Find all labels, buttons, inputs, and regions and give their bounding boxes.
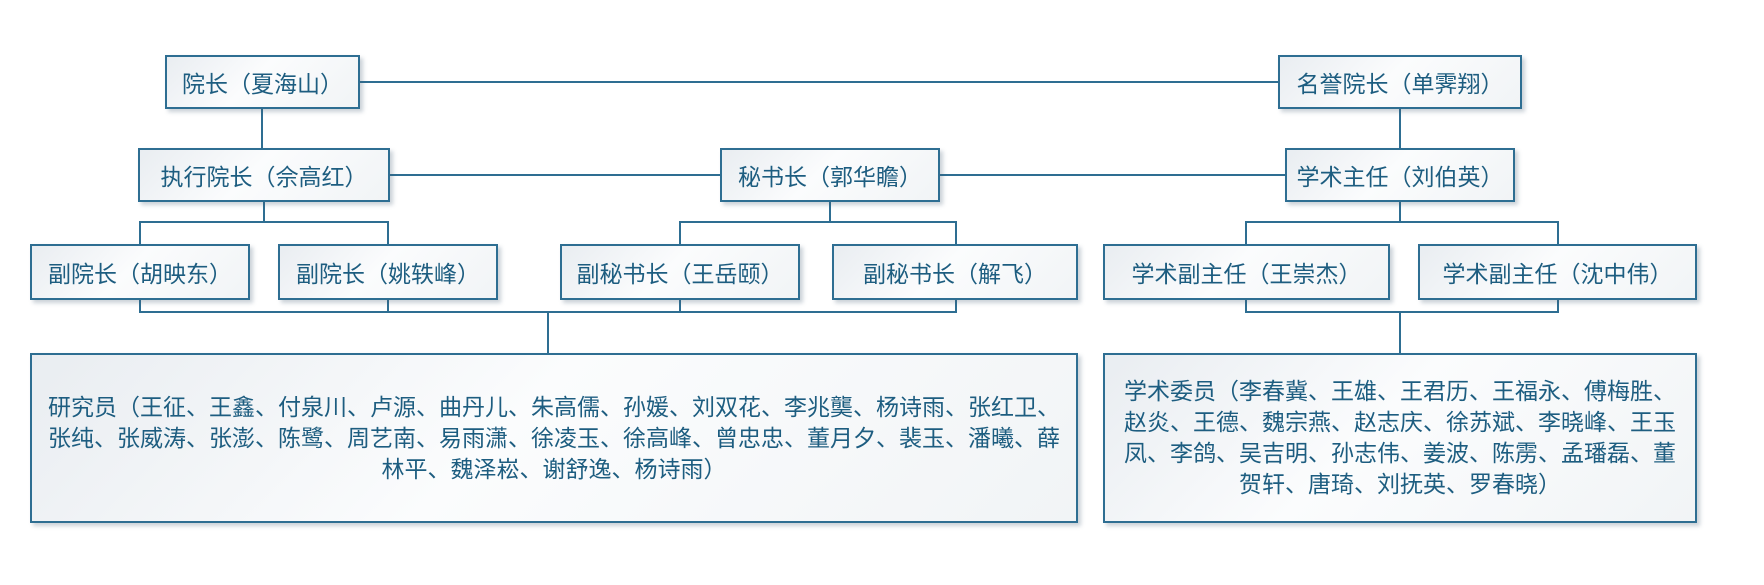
org-node-academic-committee-label: 学术委员（李春冀、王雄、王君历、王福永、傅梅胜、赵炎、王德、魏宗燕、赵志庆、徐苏… — [1124, 378, 1676, 497]
connector-dsg2-merge — [955, 300, 957, 313]
org-node-academic-director-label: 学术主任（刘伯英） — [1296, 164, 1504, 190]
org-node-dean-label: 院长（夏海山） — [182, 71, 343, 97]
connector-secgen-dsg1 — [679, 221, 681, 244]
org-node-academic-deputy-2: 学术副主任（沈中伟） — [1418, 244, 1697, 300]
connector-secgen-split-stem — [829, 202, 831, 223]
connector-vice2-merge — [387, 300, 389, 313]
org-node-academic-deputy-2-label: 学术副主任（沈中伟） — [1442, 261, 1673, 287]
connector-exec-vice2 — [387, 221, 389, 244]
org-node-vice-dean-2-label: 副院长（姚轶峰） — [296, 261, 480, 287]
connector-dean-exec — [261, 109, 263, 148]
connector-right-merge-rail — [1245, 311, 1559, 313]
org-node-academic-deputy-1: 学术副主任（王崇杰） — [1103, 244, 1390, 300]
connector-right-merge-drop — [1399, 311, 1401, 353]
org-node-honorary-dean-label: 名誉院长（单霁翔） — [1296, 71, 1504, 97]
org-node-deputy-secretary-2-label: 副秘书长（解飞） — [863, 261, 1047, 287]
org-node-honorary-dean: 名誉院长（单霁翔） — [1278, 55, 1522, 109]
connector-adep2-merge — [1557, 300, 1559, 313]
connector-acaddir-split-rail — [1245, 221, 1559, 223]
org-node-vice-dean-1: 副院长（胡映东） — [30, 244, 250, 300]
org-node-academic-deputy-1-label: 学术副主任（王崇杰） — [1131, 261, 1362, 287]
connector-acaddir-split-stem — [1399, 202, 1401, 223]
connector-acaddir-adep2 — [1557, 221, 1559, 244]
connector-acaddir-adep1 — [1245, 221, 1247, 244]
org-node-vice-dean-1-label: 副院长（胡映东） — [48, 261, 232, 287]
org-node-vice-dean-2: 副院长（姚轶峰） — [278, 244, 498, 300]
org-node-executive-dean-label: 执行院长（佘高红） — [160, 164, 368, 190]
connector-dean-honorary — [360, 81, 1278, 83]
org-node-deputy-secretary-1: 副秘书长（王岳颐） — [560, 244, 800, 300]
org-node-deputy-secretary-2: 副秘书长（解飞） — [832, 244, 1078, 300]
org-node-academic-director: 学术主任（刘伯英） — [1285, 148, 1515, 202]
connector-dsg1-merge — [679, 300, 681, 313]
org-node-researchers-label: 研究员（王征、王鑫、付泉川、卢源、曲丹儿、朱高儒、孙媛、刘双花、李兆龑、杨诗雨、… — [48, 393, 1060, 482]
org-node-researchers: 研究员（王征、王鑫、付泉川、卢源、曲丹儿、朱高儒、孙媛、刘双花、李兆龑、杨诗雨、… — [30, 353, 1078, 523]
org-node-academic-committee: 学术委员（李春冀、王雄、王君历、王福永、傅梅胜、赵炎、王德、魏宗燕、赵志庆、徐苏… — [1103, 353, 1697, 523]
connector-exec-vice1 — [139, 221, 141, 244]
connector-exec-split-stem — [263, 202, 265, 223]
connector-secgen-acaddir — [940, 174, 1285, 176]
connector-vice1-merge — [139, 300, 141, 313]
connector-adep1-merge — [1245, 300, 1247, 313]
org-node-secretary-general-label: 秘书长（郭华瞻） — [738, 164, 922, 190]
connector-exec-split-rail — [139, 221, 389, 223]
connector-secgen-dsg2 — [955, 221, 957, 244]
connector-left-merge-drop — [547, 311, 549, 353]
org-node-secretary-general: 秘书长（郭华瞻） — [720, 148, 940, 202]
connector-exec-secgen — [390, 174, 720, 176]
org-node-executive-dean: 执行院长（佘高红） — [138, 148, 390, 202]
org-node-deputy-secretary-1-label: 副秘书长（王岳颐） — [576, 261, 784, 287]
connector-secgen-split-rail — [679, 221, 957, 223]
org-node-dean: 院长（夏海山） — [165, 55, 360, 109]
connector-honorary-acaddir — [1399, 109, 1401, 148]
